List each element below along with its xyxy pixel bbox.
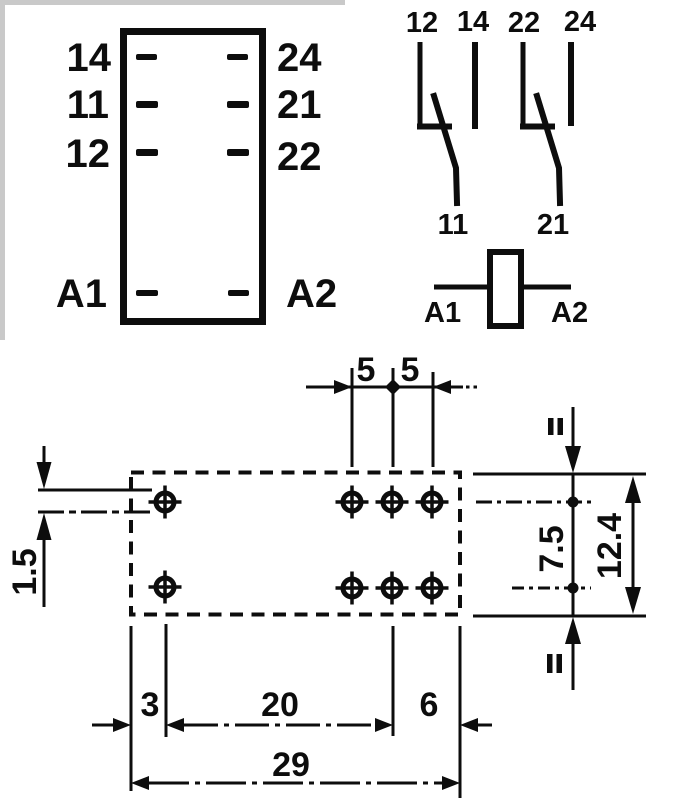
- coil-symbol: [434, 249, 571, 329]
- pin-label-A2: A2: [286, 272, 337, 316]
- dimension-vertical: 7.5 12.4: [473, 407, 646, 690]
- drill-hole: [335, 571, 369, 605]
- dim-label-offset-left: 3: [141, 686, 160, 724]
- dim-label-pitch-1: 5: [357, 351, 376, 389]
- drill-hole: [375, 485, 409, 519]
- dim-label-hole-dia: 1.5: [6, 548, 44, 595]
- terminal-label-12: 12: [406, 7, 438, 39]
- pin-label-A1: A1: [56, 272, 107, 316]
- dimension-horizontal: 3 20 6 29: [92, 624, 492, 798]
- dimension-pitch: 5 5: [306, 351, 481, 467]
- terminal-label-A1: A1: [424, 297, 461, 329]
- dim-label-height: 12.4: [591, 513, 629, 579]
- drilling-plan: 5 5 1.5: [6, 351, 646, 798]
- drill-hole: [415, 485, 449, 519]
- terminal-label-24: 24: [564, 6, 596, 38]
- drill-hole: [415, 571, 449, 605]
- pin-label-14: 14: [67, 36, 112, 80]
- changeover-contact-2: [520, 42, 574, 207]
- equal-mark-top: [548, 418, 563, 435]
- pin-layout-view: 14 11 12 A1 24 21 22 A2: [56, 28, 337, 325]
- pin-marks: [136, 54, 249, 296]
- equal-mark-bottom: [547, 654, 562, 673]
- drill-hole: [335, 485, 369, 519]
- drill-hole: [148, 485, 182, 519]
- pin-label-21: 21: [277, 83, 322, 127]
- contact-armature-1: [430, 92, 461, 207]
- pin-label-22: 22: [277, 135, 322, 179]
- dim-label-pitch-2: 5: [401, 351, 420, 389]
- scan-edge-artifact: [0, 0, 345, 340]
- pin-label-24: 24: [277, 36, 322, 80]
- dimension-hole-dia: 1.5: [6, 446, 152, 607]
- terminal-label-21: 21: [537, 209, 569, 241]
- drill-hole: [148, 570, 182, 604]
- dim-label-row-pitch: 7.5: [533, 525, 571, 572]
- relay-body-outline: [120, 28, 266, 325]
- terminal-label-11: 11: [438, 209, 469, 241]
- terminal-label-22: 22: [508, 7, 540, 39]
- drill-hole: [375, 571, 409, 605]
- pin-label-11: 11: [67, 83, 109, 127]
- contact-armature-2: [533, 92, 564, 207]
- terminal-label-14: 14: [457, 6, 489, 38]
- dim-label-offset-right: 6: [420, 686, 439, 724]
- changeover-contact-1: [417, 42, 478, 207]
- terminal-label-A2: A2: [551, 297, 588, 329]
- drill-holes: [148, 485, 449, 605]
- pin-label-12: 12: [66, 132, 111, 176]
- dim-label-span: 20: [261, 686, 299, 724]
- dim-label-total-width: 29: [272, 746, 310, 784]
- contact-schematic: 12 14 22 24 11 21 A1 A2: [406, 6, 596, 329]
- body-outline-dashed: [129, 470, 462, 617]
